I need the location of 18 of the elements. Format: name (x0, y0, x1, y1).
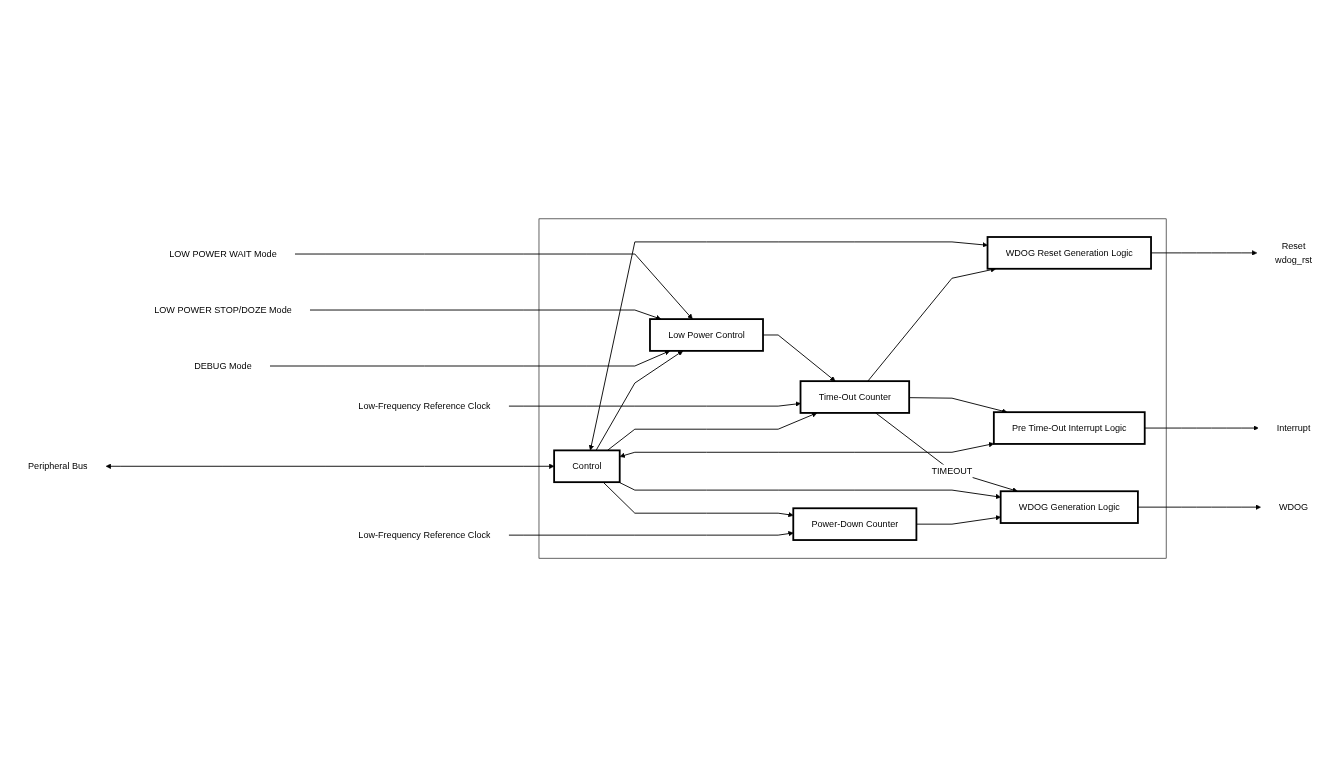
node-text: LOW POWER STOP/DOZE Mode (154, 304, 292, 316)
node-text: LOW POWER WAIT Mode (169, 248, 277, 260)
node-text: DEBUG Mode (194, 360, 252, 372)
node-box: Pre Time-Out Interrupt Logic (992, 411, 1146, 446)
node-box: Power-Down Counter (792, 507, 918, 542)
edge-label: TIMEOUT (931, 466, 973, 477)
node-text: Peripheral Bus (28, 461, 88, 472)
cluster (538, 219, 1167, 559)
node-text: Reset wdog_rst (1275, 240, 1312, 265)
node-text: WDOG (1278, 502, 1309, 513)
node-text: Low-Frequency Reference Clock (358, 400, 491, 412)
node-box: Control (553, 449, 621, 484)
node-text: Interrupt (1276, 422, 1311, 434)
node-box: WDOG Reset Generation Logic (986, 236, 1152, 271)
node-text: Low-Frequency Reference Clock (358, 530, 491, 541)
node-box: Time-Out Counter (799, 380, 911, 415)
node-box: Low Power Control (649, 318, 764, 353)
node-box: WDOG Generation Logic (999, 490, 1139, 525)
